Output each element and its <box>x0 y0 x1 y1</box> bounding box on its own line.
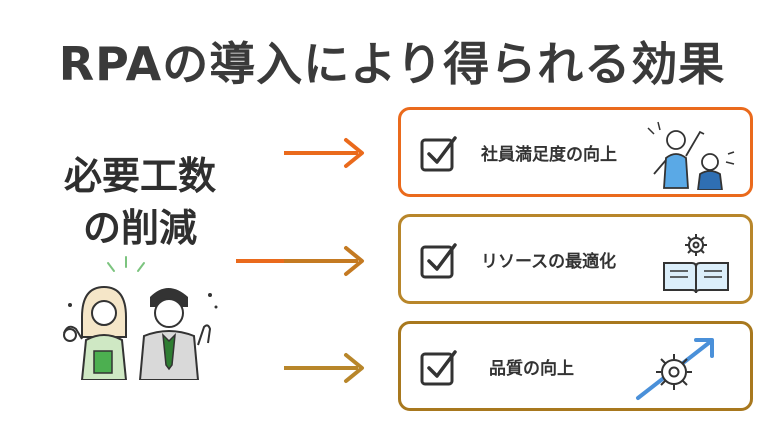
arrowhead-2 <box>344 246 364 276</box>
checkbox-icon <box>420 136 457 172</box>
arrowhead-3 <box>344 353 364 383</box>
effect-label-2: リソースの最適化 <box>481 252 617 272</box>
business-people-icon <box>63 256 218 380</box>
effect-card-1: 社員満足度の向上 <box>398 107 753 197</box>
arrowhead-1 <box>344 138 364 168</box>
checkbox-icon <box>420 243 457 279</box>
book-gear-icon <box>663 234 729 294</box>
celebrating-people-icon <box>647 121 735 190</box>
source-label-line1: 必要工数 <box>63 154 216 198</box>
effect-card-3: 品質の向上 <box>398 321 753 411</box>
gear-up-arrow-icon <box>636 338 714 400</box>
source-label-line2: の削減 <box>82 206 197 250</box>
effect-label-1: 社員満足度の向上 <box>481 145 617 165</box>
page-title: RPAの導入により得られる効果 <box>58 37 726 91</box>
checkbox-icon <box>420 350 457 386</box>
effect-label-3: 品質の向上 <box>489 359 574 379</box>
source-label: 必要工数 の削減 <box>40 150 240 254</box>
effect-card-2: リソースの最適化 <box>398 214 753 304</box>
